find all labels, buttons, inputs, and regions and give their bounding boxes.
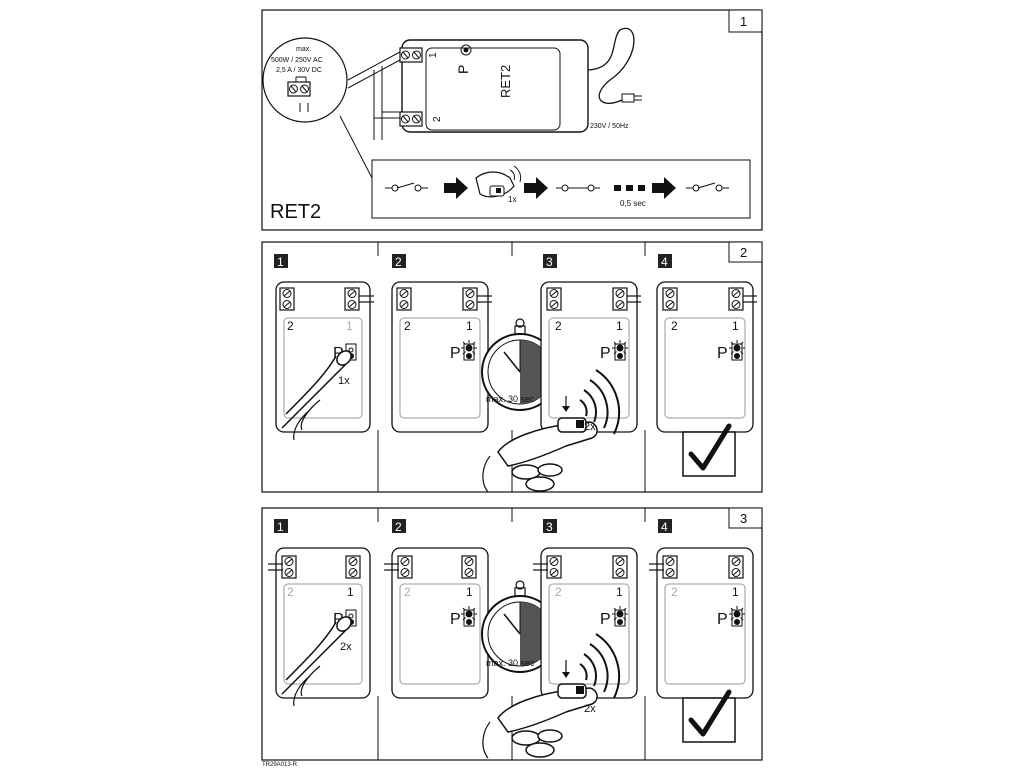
rating-line-1: max. — [296, 46, 311, 53]
section-3-number: 3 — [740, 511, 747, 526]
svg-text:1: 1 — [277, 520, 284, 534]
p-press-count: 2x — [340, 641, 352, 653]
contact-open-start-icon — [385, 182, 428, 192]
remote-press-count: 2x — [584, 421, 596, 433]
rating-line-3: 2,5 A / 30V DC — [276, 67, 322, 74]
svg-text:2: 2 — [395, 255, 402, 269]
ret2-module: 1 2 P RET2 — [399, 39, 589, 133]
p-label: P — [600, 611, 611, 628]
section-2-panel: 2 1 2 3 4 2 1 P 1x 2 1 — [261, 241, 763, 493]
section-3-module-4: 2 1 P — [649, 547, 754, 699]
terminal-1-label: 1 — [466, 319, 473, 333]
svg-text:3: 3 — [546, 520, 553, 534]
contact-rating-circle — [262, 37, 348, 123]
section-3-step-1-badge: 1 — [274, 519, 288, 534]
p-label: P — [717, 345, 728, 362]
success-check-icon — [683, 426, 735, 476]
section-1-number: 1 — [740, 14, 747, 29]
module-name-label: RET2 — [498, 65, 513, 98]
terminal-2-label: 2 — [555, 319, 562, 333]
section-1-panel: 1 max. 500W / 250V AC 2,5 A / 30V DC 1 2… — [261, 9, 763, 231]
terminal-1-label: 1 — [616, 585, 623, 599]
rating-line-2: 500W / 250V AC — [271, 57, 323, 64]
p-label: P — [600, 345, 611, 362]
section-3-step-2-badge: 2 — [392, 519, 406, 534]
sequence-press-count: 1x — [508, 195, 516, 204]
svg-text:2: 2 — [395, 520, 402, 534]
success-check-icon — [683, 692, 735, 742]
svg-text:1: 1 — [277, 255, 284, 269]
footer-code: TR29A013-R — [262, 762, 298, 768]
power-cord — [587, 27, 642, 104]
section-3-step-3-badge: 3 — [543, 519, 557, 534]
terminal-2-label: 2 — [287, 319, 294, 333]
section-3-module-3: 2 1 P — [533, 547, 638, 699]
terminal-1-label: 1 — [732, 585, 739, 599]
section-1-title: RET2 — [270, 201, 321, 223]
section-2-step-3-badge: 3 — [543, 254, 557, 269]
terminal-2-label: 2 — [287, 585, 294, 599]
terminal-2-label: 2 — [671, 585, 678, 599]
p-label: P — [450, 345, 461, 362]
section-2-step-2-badge: 2 — [392, 254, 406, 269]
svg-text:4: 4 — [661, 255, 668, 269]
section-2-module-2: 2 1 P — [391, 281, 492, 433]
section-2-module-1: 2 1 P — [275, 281, 374, 433]
svg-text:3: 3 — [546, 255, 553, 269]
terminal-1-label: 1 — [466, 585, 473, 599]
terminal-1-label: 1 — [346, 319, 353, 333]
section-2-module-3: 2 1 P — [540, 281, 641, 433]
p-label: P — [450, 611, 461, 628]
svg-text:4: 4 — [661, 520, 668, 534]
terminal-2-label: 2 — [671, 319, 678, 333]
power-supply-label: 230V / 50Hz — [590, 123, 629, 130]
delay-dashes — [614, 185, 645, 191]
sequence-delay-label: 0,5 sec — [620, 199, 646, 208]
remote-control-hand-icon — [482, 417, 598, 493]
section-2-step-4-badge: 4 — [658, 254, 672, 269]
section-3-module-2: 2 1 P — [384, 547, 489, 699]
p-label: P — [333, 345, 344, 362]
p-press-count: 1x — [338, 375, 350, 387]
switching-sequence: 1x 0,5 sec — [371, 159, 751, 219]
module-terminal-2: 2 — [432, 116, 443, 122]
p-label: P — [333, 611, 344, 628]
module-p-label: P — [455, 65, 471, 74]
section-2-step-1-badge: 1 — [274, 254, 288, 269]
remote-control-hand-icon — [482, 683, 598, 759]
contact-open-end-icon — [686, 182, 729, 192]
section-3-step-4-badge: 4 — [658, 519, 672, 534]
section-2-module-4: 2 1 P — [656, 281, 757, 433]
timer-label: max. 30 sec — [486, 394, 535, 404]
terminal-2-label: 2 — [404, 585, 411, 599]
p-label: P — [717, 611, 728, 628]
section-3-panel: 3 1 2 3 4 2 1 P 2x 2 1 P — [261, 507, 763, 761]
section-3-module-1: 2 1 P — [268, 547, 371, 699]
remote-press-icon — [475, 165, 522, 198]
remote-press-count: 2x — [584, 703, 596, 715]
contact-closed-icon — [556, 184, 600, 192]
relay-contact-icon — [287, 76, 311, 112]
terminal-1-label: 1 — [616, 319, 623, 333]
terminal-2-label: 2 — [404, 319, 411, 333]
timer-label: max. 30 sec — [486, 658, 535, 668]
load-wires — [339, 51, 401, 179]
module-terminal-1: 1 — [428, 52, 439, 58]
terminal-2-label: 2 — [555, 585, 562, 599]
section-2-number: 2 — [740, 245, 747, 260]
terminal-1-label: 1 — [347, 585, 354, 599]
terminal-1-label: 1 — [732, 319, 739, 333]
